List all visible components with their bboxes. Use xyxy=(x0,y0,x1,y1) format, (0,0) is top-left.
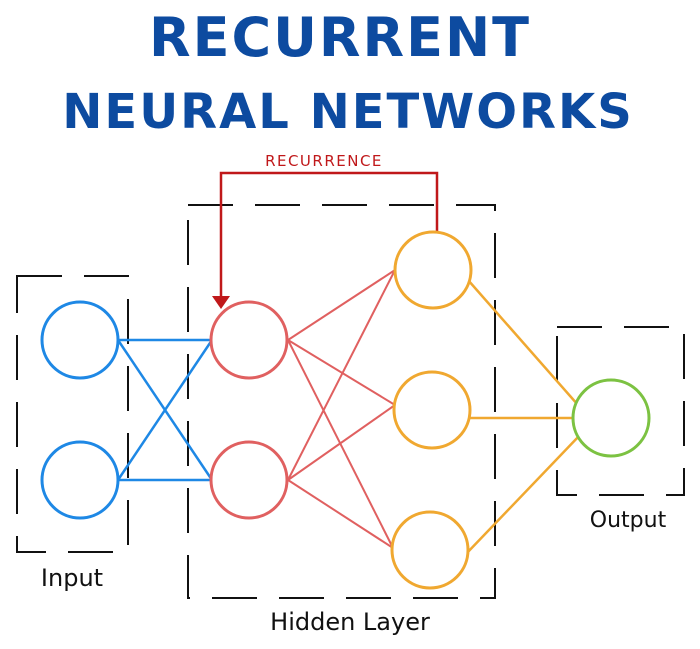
recurrence-label: RECURRENCE xyxy=(265,152,383,170)
edge xyxy=(287,339,396,406)
hidden2-node-2 xyxy=(392,370,472,450)
edges-hidden1-hidden2 xyxy=(287,269,396,549)
edge xyxy=(287,269,396,481)
hidden1-node-2 xyxy=(209,440,289,520)
edges-input-hidden xyxy=(116,338,214,482)
recurrence-arrowhead xyxy=(212,296,230,309)
output-box xyxy=(556,326,685,496)
recurrence-arrow xyxy=(219,171,439,298)
input-box xyxy=(16,275,129,553)
output-label: Output xyxy=(590,508,667,533)
hidden-box xyxy=(187,204,496,599)
title-line-1: RECURRENT xyxy=(148,6,532,69)
edge xyxy=(287,269,396,341)
edge xyxy=(287,404,396,481)
edge xyxy=(467,279,579,406)
edge xyxy=(464,434,581,556)
title-line-2: NEURAL NETWORKS xyxy=(62,84,634,140)
input-node-1 xyxy=(40,300,120,380)
hidden2-node-3 xyxy=(390,510,470,590)
hidden1-node-1 xyxy=(209,300,289,380)
hidden2-node-1 xyxy=(393,230,473,310)
input-label: Input xyxy=(41,564,103,592)
hidden-layer-label: Hidden Layer xyxy=(270,608,430,636)
input-node-2 xyxy=(40,440,120,520)
output-node xyxy=(571,378,651,458)
edges-hidden2-output xyxy=(464,279,581,556)
edge xyxy=(116,339,214,481)
edge xyxy=(287,479,394,549)
